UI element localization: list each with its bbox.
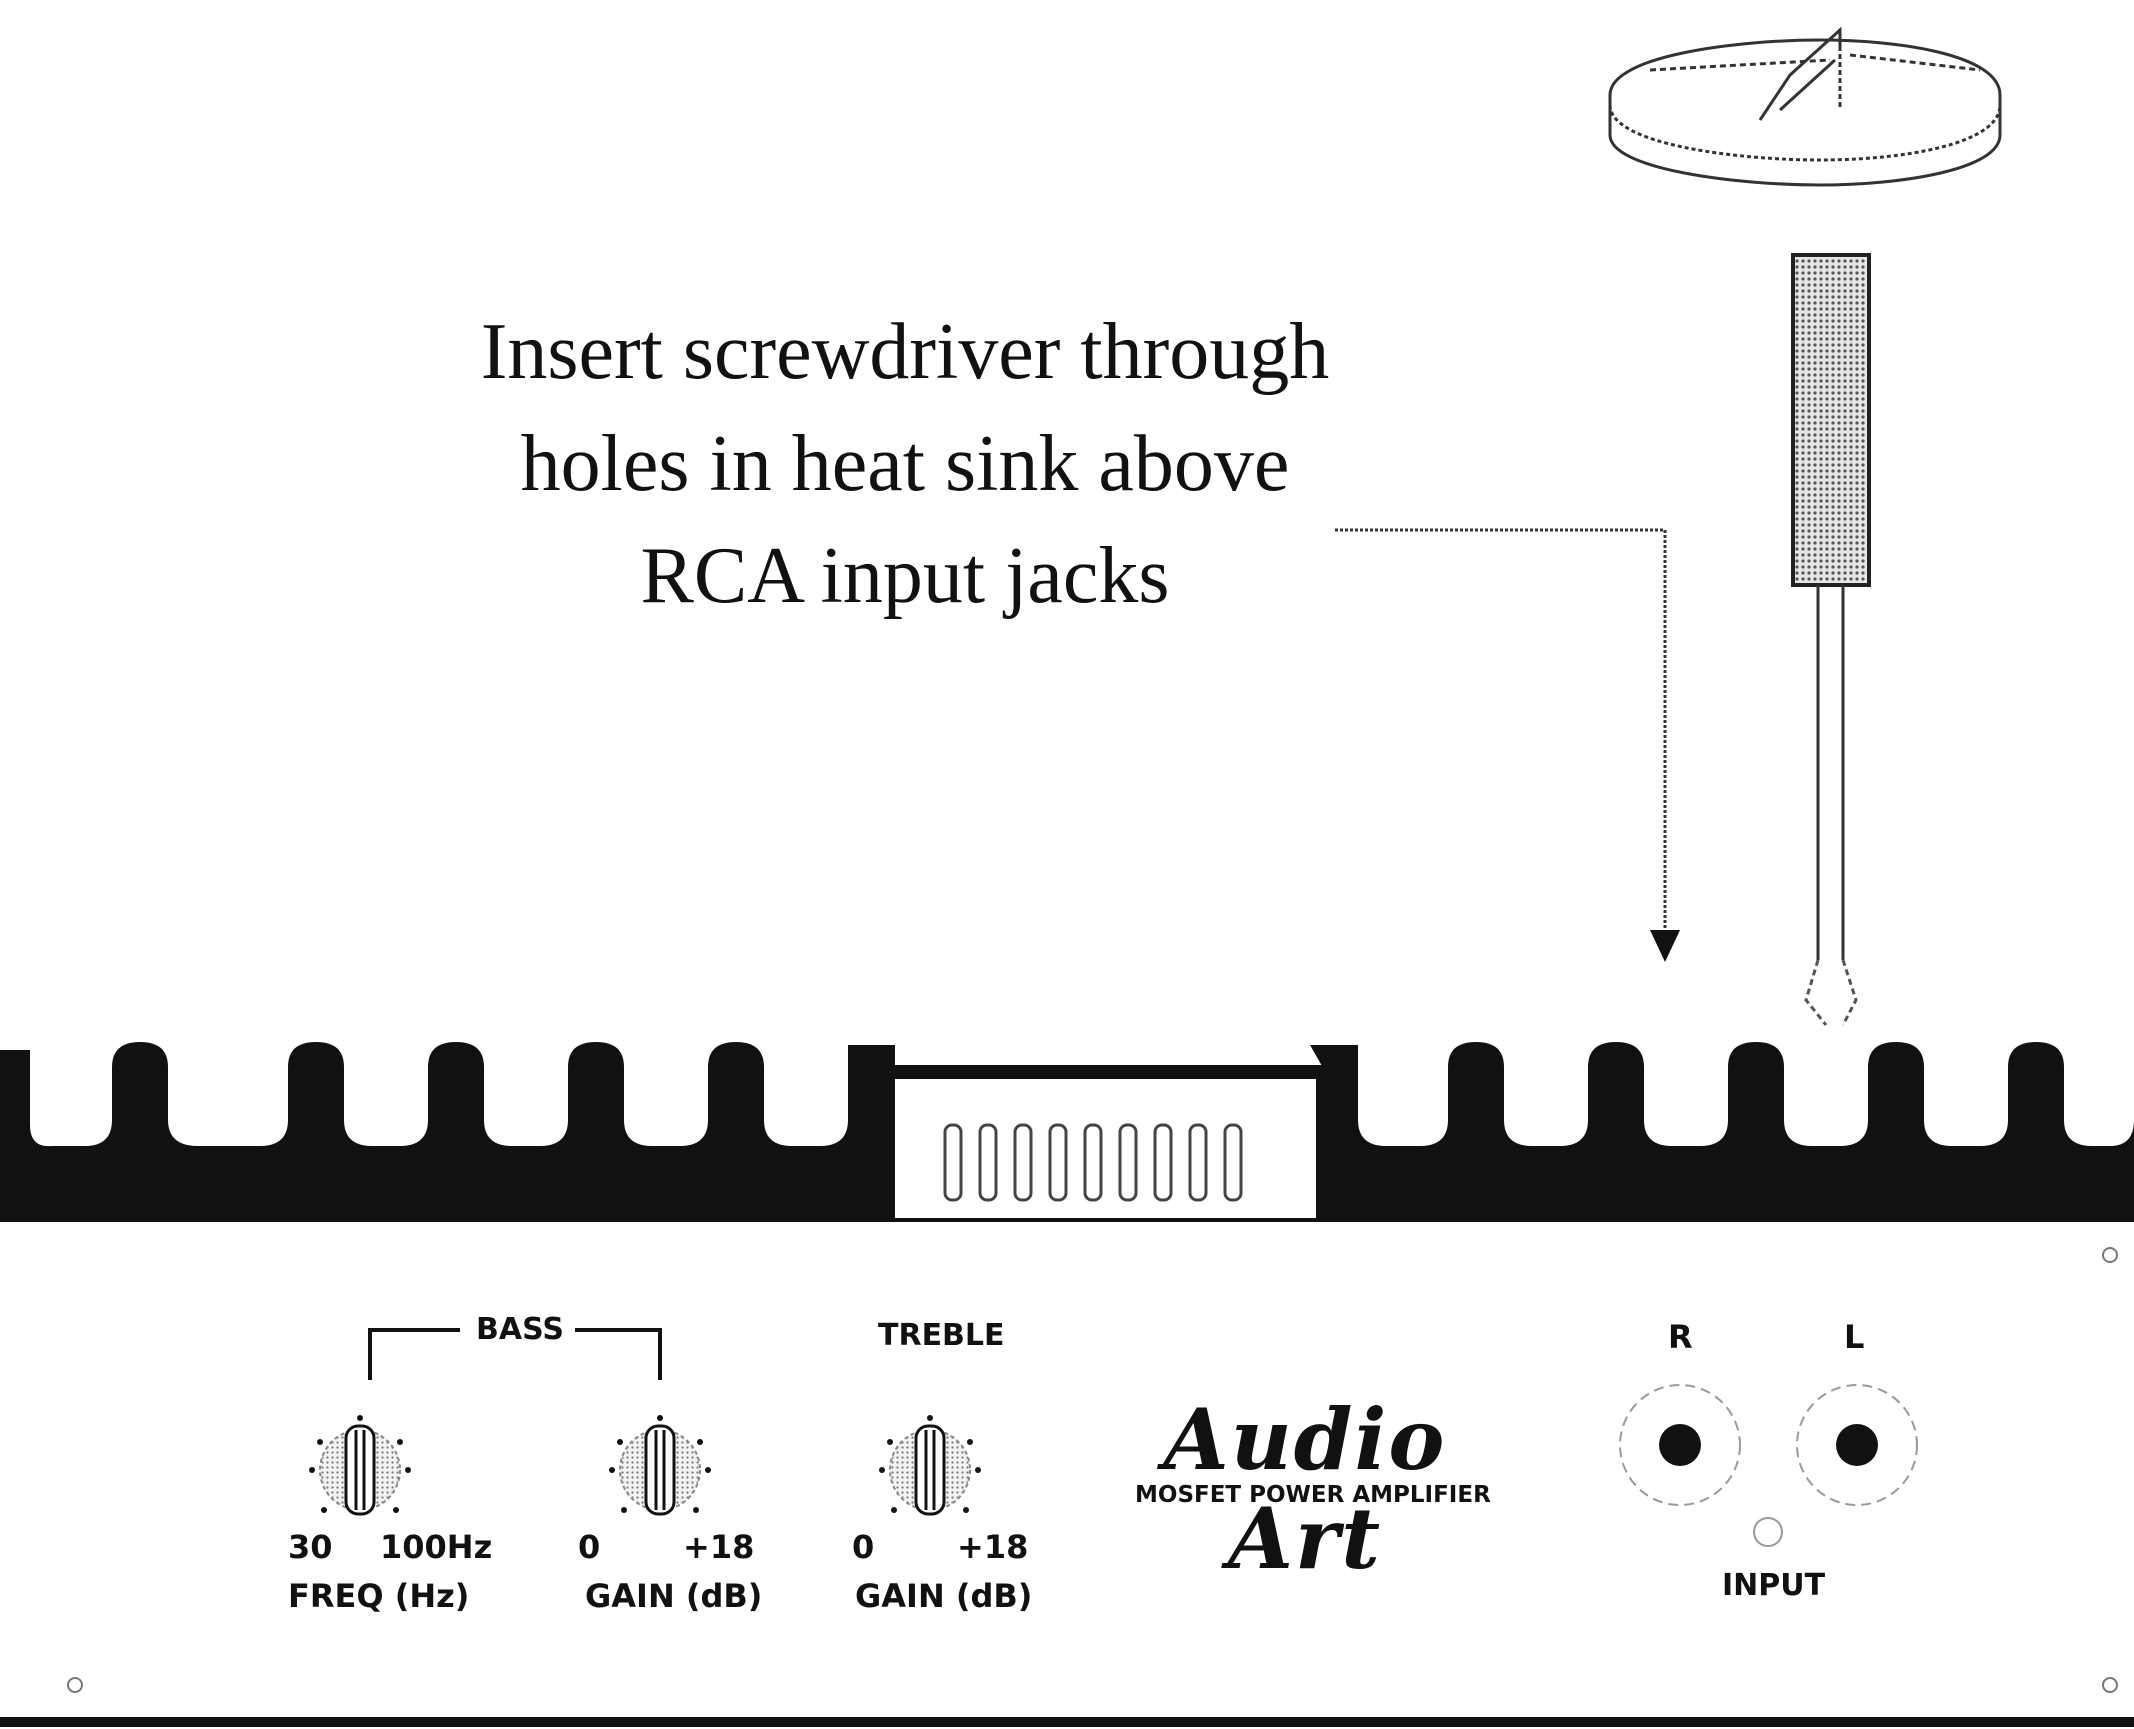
knob-icon: [609, 1415, 711, 1516]
knob-icon: [309, 1415, 411, 1516]
brand-logo: Audio Art: [1163, 1390, 1447, 1588]
treble-gain-min: 0: [852, 1528, 875, 1566]
heat-sink: [0, 1042, 2134, 1220]
treble-gain-max: +18: [957, 1528, 1029, 1566]
bass-label: BASS: [476, 1312, 564, 1347]
rca-jack-icon: [1796, 1384, 1918, 1506]
input-r-label: R: [1668, 1318, 1693, 1356]
pointer-arrow-icon: [1335, 528, 1680, 962]
bass-freq-caption: FREQ (Hz): [288, 1577, 470, 1615]
indicator-led: [1753, 1517, 1783, 1547]
screwdriver-icon: [1791, 253, 1871, 1026]
instruction-line-1: Insert screwdriver through: [480, 308, 1330, 396]
treble-gain-caption: GAIN (dB): [855, 1577, 1033, 1615]
brand-subtitle: MOSFET POWER AMPLIFIER: [1135, 1482, 1491, 1508]
rotation-arrow-icon: [1608, 26, 2002, 187]
instruction-line-2: holes in heat sink above: [520, 420, 1290, 508]
bass-freq-min: 30: [288, 1528, 333, 1566]
vent-slots: [943, 1123, 1243, 1202]
bass-gain-caption: GAIN (dB): [585, 1577, 763, 1615]
instruction-caption: Insert screwdriver through holes in heat…: [380, 296, 1430, 632]
bass-gain-min: 0: [578, 1528, 601, 1566]
input-l-label: L: [1844, 1318, 1865, 1356]
input-label: INPUT: [1722, 1568, 1826, 1603]
instruction-line-3: RCA input jacks: [640, 532, 1170, 620]
bass-bracket: [368, 1328, 662, 1380]
knob-icon: [879, 1415, 981, 1516]
treble-label: TREBLE: [878, 1318, 1005, 1353]
bass-gain-max: +18: [683, 1528, 755, 1566]
front-panel: [0, 1218, 2134, 1727]
rca-jack-icon: [1619, 1384, 1741, 1506]
bass-freq-max: 100Hz: [380, 1528, 493, 1566]
